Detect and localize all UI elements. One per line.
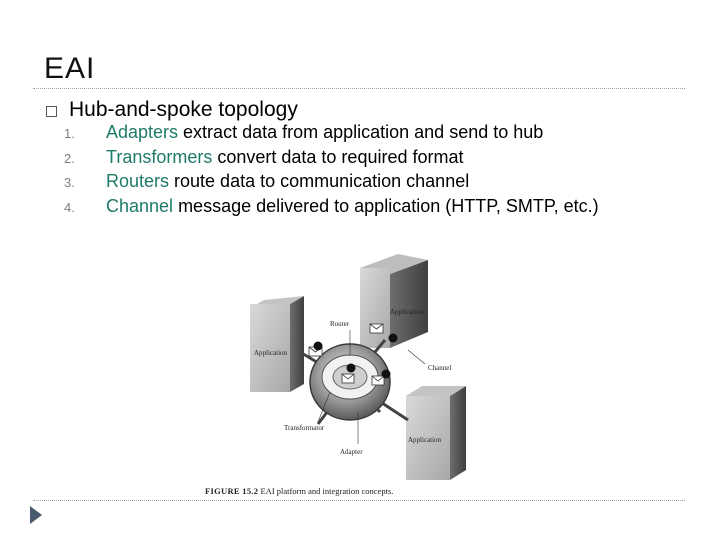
- label-channel: Channel: [428, 364, 451, 372]
- list-keyword: Channel: [106, 195, 174, 216]
- list-text: message delivered to application (HTTP, …: [173, 195, 599, 216]
- list-number: 1.: [64, 126, 75, 141]
- step-markers: [313, 333, 398, 379]
- list-item: 3. Routers route data to communication c…: [64, 171, 599, 196]
- label-transformer: Transformator: [284, 424, 325, 432]
- list-keyword: Transformers: [106, 146, 213, 167]
- caption-text: EAI platform and integration concepts.: [260, 486, 394, 496]
- list-item: 1. Adapters extract data from applicatio…: [64, 122, 599, 147]
- figure-caption: FIGURE 15.2 EAI platform and integration…: [205, 486, 393, 496]
- label-app-top: Application: [390, 308, 424, 316]
- label-app-left: Application: [254, 349, 288, 357]
- list-keyword: Adapters: [106, 122, 179, 142]
- main-bullet: Hub-and-spoke topology: [46, 98, 298, 122]
- application-box-bottom: Application: [406, 386, 466, 480]
- title-divider: [33, 88, 685, 89]
- square-bullet-icon: [46, 105, 57, 117]
- numbered-list: 1. Adapters extract data from applicatio…: [64, 122, 599, 220]
- label-adapter: Adapter: [340, 448, 363, 456]
- label-router: Router: [330, 320, 350, 328]
- eai-figure: Application Application Application: [200, 252, 480, 502]
- list-number: 4.: [64, 199, 75, 215]
- bullet-text: Hub-and-spoke topology: [69, 98, 298, 121]
- list-text: extract data from application and send t…: [178, 122, 544, 142]
- caption-label: FIGURE 15.2: [205, 486, 259, 496]
- list-number: 2.: [64, 150, 75, 166]
- list-item: 4. Channel message delivered to applicat…: [64, 196, 599, 221]
- list-keyword: Routers: [106, 171, 170, 191]
- bottom-divider: [33, 500, 685, 501]
- list-item: 2. Transformers convert data to required…: [64, 147, 599, 172]
- hub-diagram: Application Application Application: [250, 254, 466, 480]
- list-number: 3.: [64, 175, 75, 190]
- leader-lines: [317, 330, 426, 444]
- list-text: route data to communication channel: [169, 171, 470, 191]
- message-envelopes: [308, 323, 385, 386]
- label-app-bottom: Application: [408, 436, 442, 444]
- list-text: convert data to required format: [212, 146, 464, 167]
- application-box-left: Application: [250, 296, 304, 392]
- slide-title: EAI: [44, 52, 96, 85]
- next-slide-arrow-icon[interactable]: [30, 506, 42, 524]
